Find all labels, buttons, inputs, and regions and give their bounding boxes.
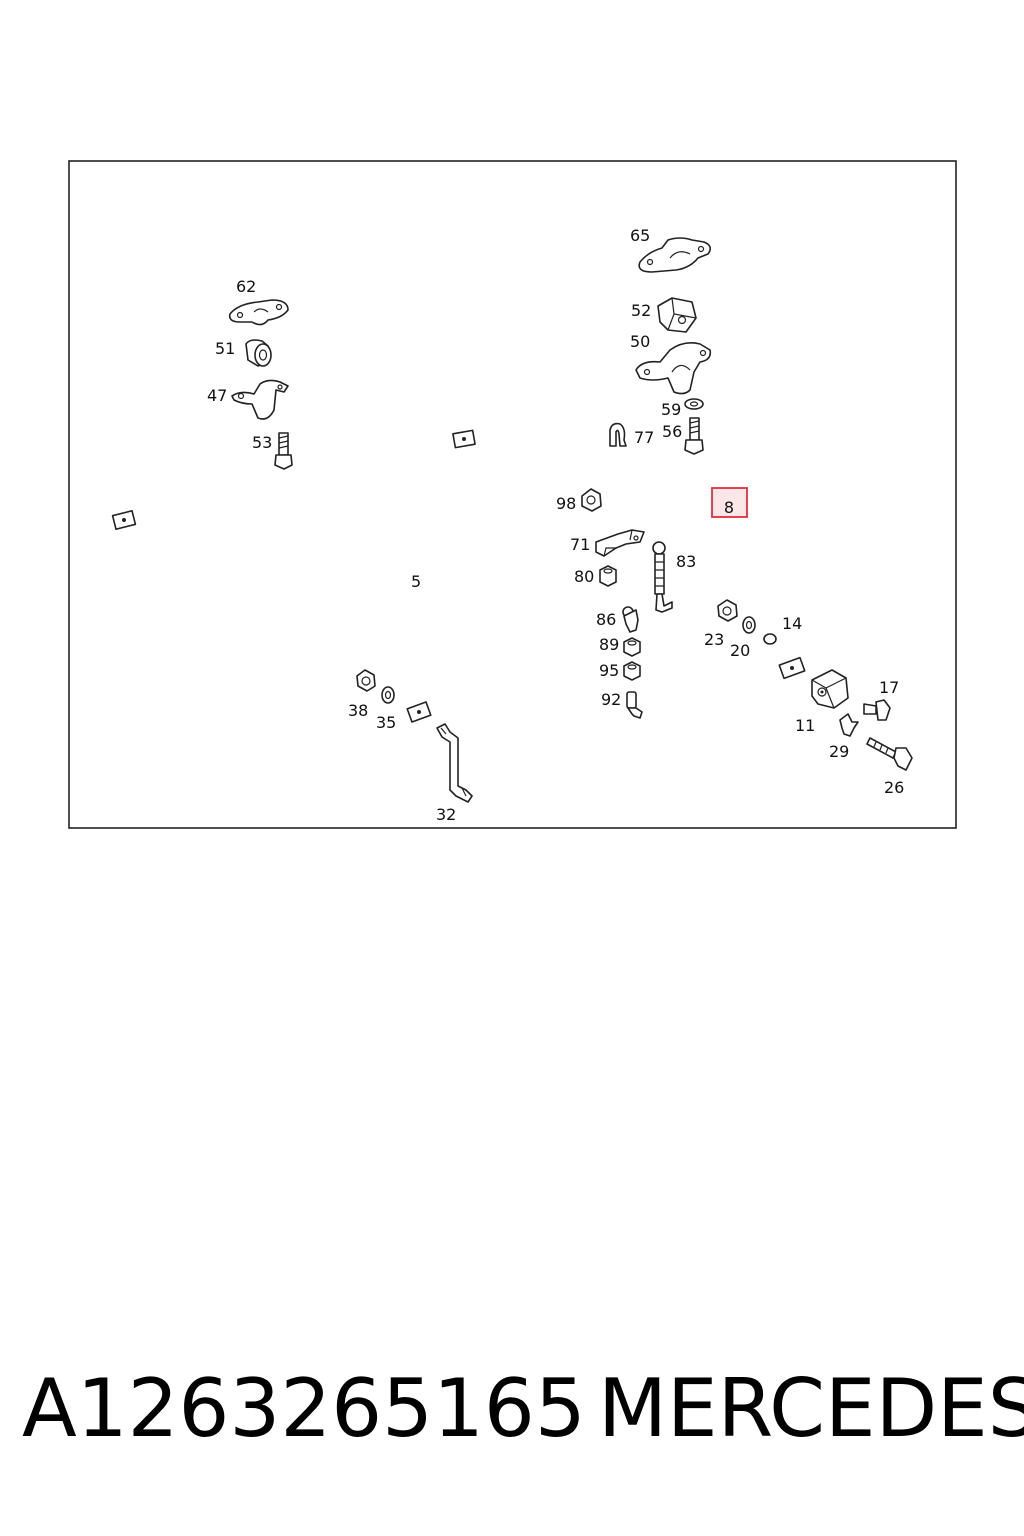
callout-92: 92 [601,690,621,709]
bushing-14[interactable] [763,633,777,645]
part-number: A1263265165 [22,1362,586,1455]
callout-65: 65 [630,226,650,245]
clamp-50[interactable] [635,342,712,395]
clamp-47[interactable] [231,379,289,420]
bolt-17[interactable] [863,699,891,721]
bearing-plate-62[interactable] [228,299,289,326]
callout-47: 47 [207,386,227,405]
callout-86: 86 [596,610,616,629]
callout-29: 29 [829,742,849,761]
callout-80: 80 [574,567,594,586]
washer-20[interactable] [742,616,756,634]
link-rod-32[interactable] [436,723,473,803]
nut-23[interactable] [717,599,738,622]
callout-95: 95 [599,661,619,680]
bolt-56[interactable] [684,417,704,455]
rubber-mount-52[interactable] [657,297,697,333]
ball-joint-86[interactable] [622,606,639,633]
brand-name: MERCEDES [598,1362,1024,1455]
washer-35[interactable] [381,686,395,704]
bracket-71[interactable] [595,529,645,557]
callout-17: 17 [879,678,899,697]
bracket-29[interactable] [839,713,859,737]
callout-32: 32 [436,805,456,824]
diagram-frame [68,160,957,829]
bearing-block-11[interactable] [811,669,849,709]
highlight-box-8 [711,487,748,518]
callout-14: 14 [782,614,802,633]
callout-89: 89 [599,635,619,654]
callout-77: 77 [634,428,654,447]
nut-80[interactable] [599,565,617,587]
callout-labels: 62 51 47 53 5 38 35 32 65 52 50 59 56 77… [207,226,904,824]
callout-38: 38 [348,701,368,720]
fitting-92[interactable] [626,691,643,719]
callout-23: 23 [704,630,724,649]
bolt-26[interactable] [866,737,913,771]
nut-98[interactable] [581,488,602,512]
nut-95[interactable] [623,661,641,681]
callout-98: 98 [556,494,576,513]
link-83[interactable] [652,541,673,613]
callout-5: 5 [411,572,421,591]
spring-clip-77[interactable] [609,422,627,447]
callout-59: 59 [661,400,681,419]
washer-59[interactable] [684,398,704,410]
callout-56: 56 [662,422,682,441]
callout-11: 11 [795,716,815,735]
stabilizer-bar-8[interactable] [452,420,851,680]
callout-20: 20 [730,641,750,660]
callout-62: 62 [236,277,256,296]
callout-35: 35 [376,713,396,732]
callout-83: 83 [676,552,696,571]
callout-50: 50 [630,332,650,351]
callout-52: 52 [631,301,651,320]
stabilizer-bar-5[interactable] [111,491,508,723]
callout-8: 8 [724,498,734,517]
rubber-mount-51[interactable] [245,339,272,367]
nut-89[interactable] [623,637,641,657]
callout-71: 71 [570,535,590,554]
callout-53: 53 [252,433,272,452]
callout-26: 26 [884,778,904,797]
nut-38[interactable] [356,669,376,692]
bearing-plate-65[interactable] [638,237,712,273]
bolt-53[interactable] [274,432,293,470]
callout-51: 51 [215,339,235,358]
